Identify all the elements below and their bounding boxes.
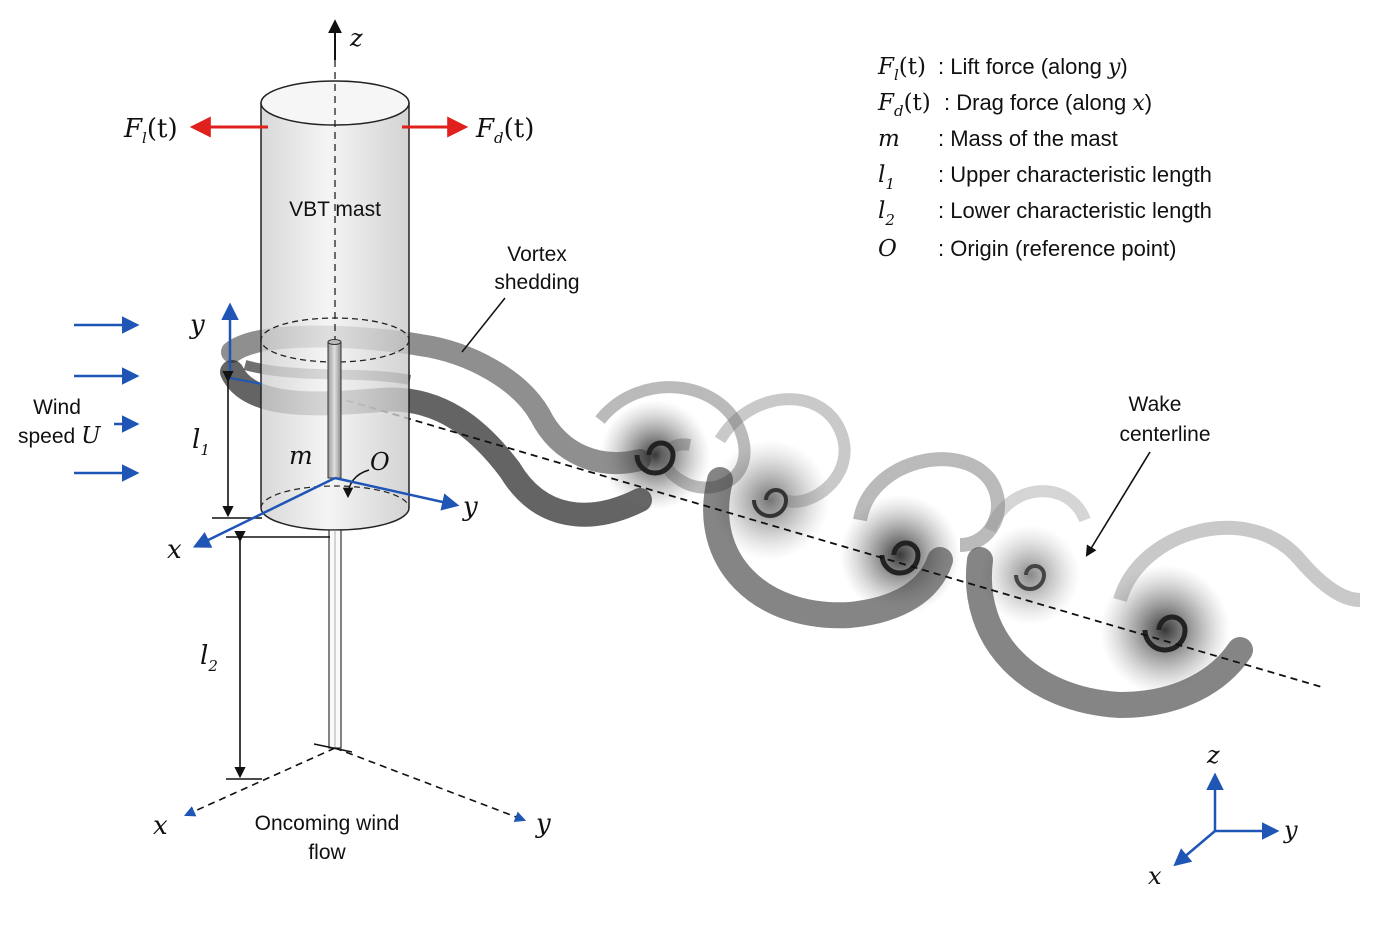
vortex-leader-line	[461, 297, 506, 353]
vortex-label-line1: Vortex	[507, 243, 567, 266]
drag-force-label: Fd(t)	[475, 114, 534, 147]
vortex-4	[965, 485, 1253, 719]
ground-x-axis-arrow	[183, 747, 336, 817]
ground-base-tick	[313, 743, 353, 753]
local-origin-tick	[229, 377, 263, 385]
vortex-5	[1100, 520, 1361, 695]
ground-x-label: x	[153, 811, 168, 841]
svg-text:m: m	[878, 126, 900, 152]
legend: Fl(t) : Lift force (along y) Fd(t) : Dra…	[877, 54, 1212, 262]
mid-x-axis-arrow	[192, 476, 336, 548]
lift-force-label: Fl(t)	[123, 114, 178, 147]
mid-x-label: x	[167, 535, 182, 565]
triad-y-label: y	[1283, 816, 1298, 844]
mid-y-axis-arrow	[334, 476, 460, 511]
svg-text:: Mass of the mast: : Mass of the mast	[938, 126, 1118, 151]
wake-leader-line	[1085, 451, 1151, 557]
wake-label-line2: centerline	[1119, 423, 1210, 446]
ground-y-label: y	[535, 809, 551, 839]
svg-text:: Drag force (along x): : Drag force (along x)	[944, 90, 1152, 116]
mast-pole	[328, 529, 342, 749]
origin-pointer	[342, 469, 370, 499]
triad-x-label: x	[1148, 862, 1162, 890]
svg-text:l1: l1	[878, 162, 895, 193]
wind-label-line1: Wind	[33, 396, 81, 419]
l2-dimension	[226, 531, 330, 780]
svg-text:l2: l2	[878, 198, 895, 229]
z-axis-label: z	[349, 24, 363, 52]
oncoming-label-line1: Oncoming wind	[255, 812, 400, 835]
svg-text:: Upper characteristic length: : Upper characteristic length	[938, 162, 1212, 187]
wake-label-line1: Wake	[1129, 393, 1182, 416]
svg-text:: Origin (reference point): : Origin (reference point)	[938, 236, 1176, 261]
mass-label: m	[289, 441, 313, 470]
svg-text:: Lower characteristic length: : Lower characteristic length	[938, 198, 1212, 223]
oncoming-label-line2: flow	[308, 841, 346, 864]
l1-label: l1	[192, 425, 210, 459]
wind-arrows	[74, 316, 140, 482]
vortex-label-line2: shedding	[494, 271, 579, 294]
l2-label: l2	[200, 641, 218, 675]
origin-label: O	[370, 448, 390, 476]
legend-item-mass: m : Mass of the mast	[878, 126, 1118, 152]
wind-label-line2: speed U	[18, 423, 102, 449]
svg-text:: Lift force (along y): : Lift force (along y)	[938, 54, 1128, 80]
ground-y-axis-arrow	[334, 747, 527, 823]
vortex-3	[840, 452, 1006, 615]
vortex-wake	[220, 325, 1361, 719]
legend-item-l2: l2 : Lower characteristic length	[878, 198, 1212, 229]
coordinate-triad	[1173, 772, 1280, 867]
mid-y-label: y	[462, 492, 478, 522]
local-y-label: y	[189, 310, 205, 340]
svg-text:Fl(t): Fl(t)	[877, 54, 926, 84]
vbt-mast	[260, 60, 410, 531]
svg-text:Fd(t): Fd(t)	[877, 90, 931, 120]
mast-label: VBT mast	[289, 198, 381, 221]
triad-z-label: z	[1206, 741, 1220, 769]
legend-item-l1: l1 : Upper characteristic length	[878, 162, 1212, 193]
legend-item-lift: Fl(t) : Lift force (along y)	[877, 54, 1128, 84]
legend-item-drag: Fd(t) : Drag force (along x)	[877, 90, 1152, 120]
legend-item-origin: O : Origin (reference point)	[878, 236, 1176, 262]
svg-text:O: O	[878, 236, 897, 262]
wake-centerline	[334, 396, 1326, 689]
